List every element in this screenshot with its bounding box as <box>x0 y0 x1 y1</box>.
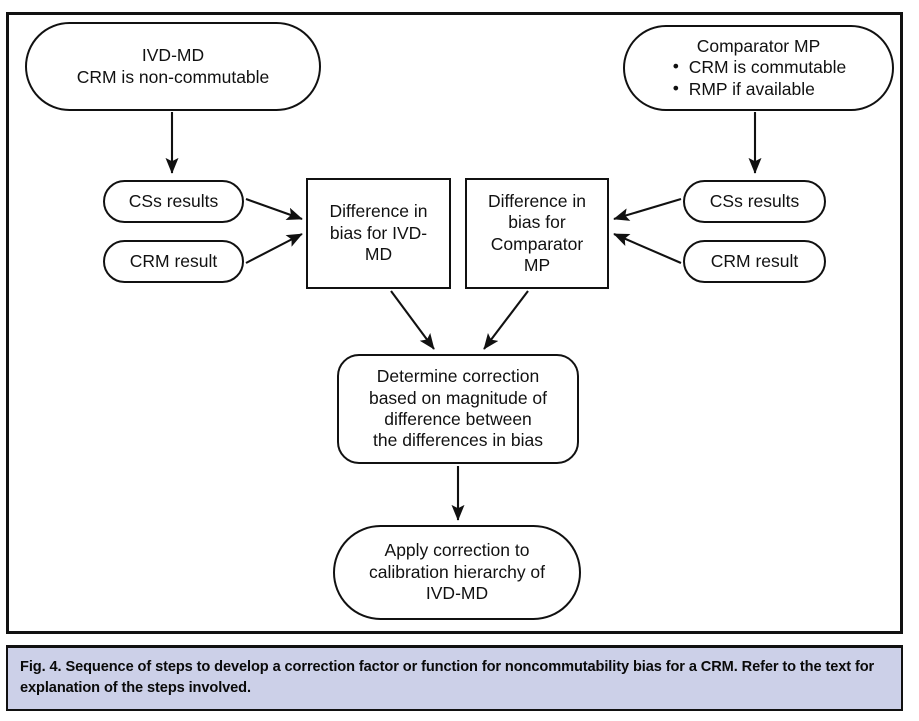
node-difference-bias-comparator-mp-line-1: Difference in <box>488 190 586 211</box>
node-comparator-mp-bullet-1: CRM is commutable <box>671 56 847 78</box>
figure-caption-text: Sequence of steps to develop a correctio… <box>20 659 875 696</box>
node-comparator-mp-title: Comparator MP <box>696 35 821 56</box>
node-ivd-md[interactable]: IVD-MD CRM is non-commutable <box>25 22 321 111</box>
node-comparator-mp-bullet-2: RMP if available <box>671 78 847 100</box>
node-difference-bias-ivd-md[interactable]: Difference in bias for IVD- MD <box>306 178 451 289</box>
node-ivd-md-line-1: IVD-MD <box>141 45 205 66</box>
node-determine-correction-line-1: Determine correction <box>376 366 540 387</box>
node-determine-correction-line-3: difference between <box>384 409 532 429</box>
node-comparator-mp-bullet-list: CRM is commutable RMP if available <box>671 56 847 100</box>
node-apply-correction-line-2: calibration hierarchy of <box>368 561 546 582</box>
node-apply-correction-line-3: IVD-MD <box>425 583 489 604</box>
node-crm-result-right-label: CRM result <box>710 250 799 271</box>
node-crm-result-left-label: CRM result <box>129 250 218 271</box>
node-difference-bias-comparator-mp-line-2: bias for <box>508 212 566 233</box>
node-determine-correction-line-2: based on magnitude of <box>368 387 548 408</box>
node-css-results-left-label: CSs results <box>128 190 219 211</box>
node-determine-correction[interactable]: Determine correction based on magnitude … <box>337 354 579 464</box>
node-difference-bias-ivd-md-line-1: Difference in <box>329 201 428 222</box>
node-apply-correction[interactable]: Apply correction to calibration hierarch… <box>333 525 581 620</box>
node-difference-bias-ivd-md-line-2: bias for IVD- <box>329 222 428 243</box>
node-difference-bias-ivd-md-line-3: MD <box>364 244 393 265</box>
node-determine-correction-line-4: the differences in bias <box>373 430 543 451</box>
node-apply-correction-line-1: Apply correction to <box>384 540 530 561</box>
node-difference-bias-comparator-mp-line-4: MP <box>523 254 551 275</box>
figure-caption-label: Fig. 4. <box>20 659 62 675</box>
node-comparator-mp[interactable]: Comparator MP CRM is commutable RMP if a… <box>623 25 894 111</box>
node-ivd-md-line-2: CRM is non-commutable <box>76 66 270 87</box>
node-crm-result-right[interactable]: CRM result <box>683 240 826 283</box>
node-css-results-left[interactable]: CSs results <box>103 180 244 223</box>
node-difference-bias-comparator-mp-line-3: Comparator <box>490 233 584 254</box>
node-css-results-right-label: CSs results <box>709 190 800 211</box>
node-difference-bias-comparator-mp[interactable]: Difference in bias for Comparator MP <box>465 178 609 289</box>
node-css-results-right[interactable]: CSs results <box>683 180 826 223</box>
node-crm-result-left[interactable]: CRM result <box>103 240 244 283</box>
figure-caption: Fig. 4. Sequence of steps to develop a c… <box>6 645 903 711</box>
